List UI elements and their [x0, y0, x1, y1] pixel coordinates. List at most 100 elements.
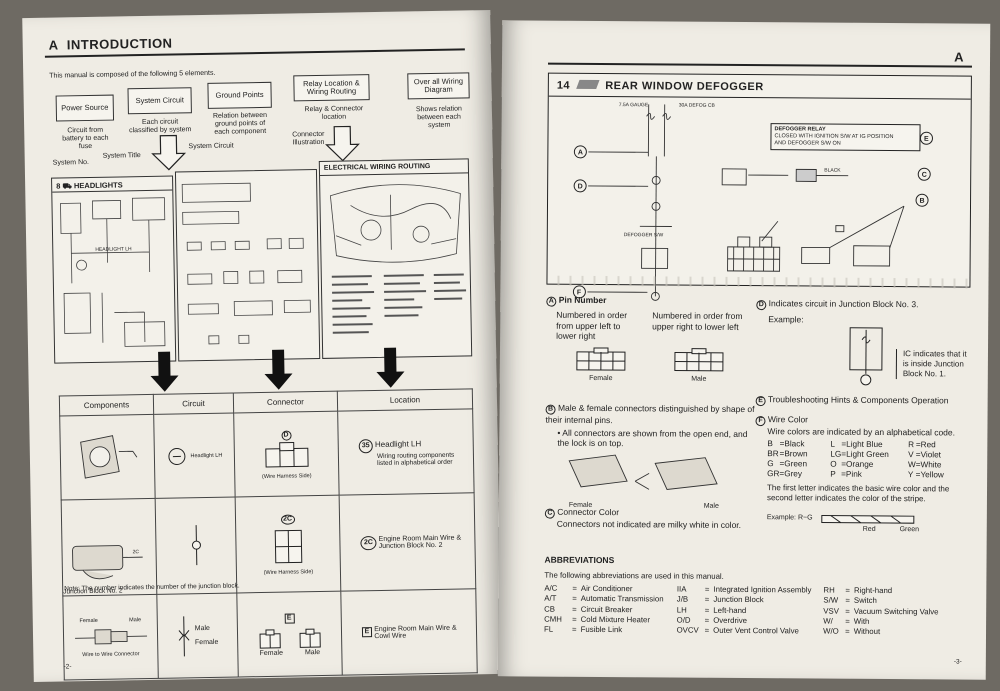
- component-junction-block-cell: 2C Junction Block No. 2: [61, 498, 157, 597]
- location-wire-connector-cell: E Engine Room Main Wire & Cowl Wire: [340, 588, 478, 676]
- location-code-badge: 2C: [360, 535, 377, 550]
- element-box-power-source: Power Source: [55, 94, 115, 122]
- wire-example-label: Example: R−G: [766, 514, 813, 522]
- right-page: A 14 REAR WINDOW DEFOGGER DEFOGGER RELAY…: [497, 20, 991, 680]
- solid-arrow-icon: [264, 349, 293, 390]
- svg-text:B: B: [920, 198, 925, 205]
- svg-text:7.5A GAUGE: 7.5A GAUGE: [619, 102, 649, 108]
- components-table: Components Circuit Connector Location He…: [59, 388, 478, 681]
- defogger-diagram-frame: 14 REAR WINDOW DEFOGGER DEFOGGER RELAY C…: [546, 72, 972, 301]
- solid-arrow-icon: [376, 347, 405, 388]
- diagram-headlight-label: HEADLIGHT LH: [95, 246, 132, 253]
- element-desc-system-circuit: Each circuit classified by system: [129, 118, 192, 135]
- left-page: A INTRODUCTION This manual is composed o…: [22, 9, 502, 683]
- legend-pin-number: A Pin Number Numbered in order from uppe…: [546, 295, 757, 385]
- connector-4pin-icon: [274, 529, 302, 563]
- connector-code-badge: E: [284, 612, 295, 624]
- element-desc-relay-location: Relay & Connector location: [304, 105, 364, 121]
- legend-connector-color: C Connector Color Connectors not indicat…: [544, 506, 757, 531]
- connector-code-badge: D: [280, 430, 292, 441]
- legend-title: Connector Color: [557, 506, 620, 518]
- table-row: 2C Junction Block No. 2 2C (Wire Harness…: [61, 492, 476, 597]
- legend-troubleshooting: E Troubleshooting Hints & Components Ope…: [755, 394, 974, 408]
- callout-system-title: System Title: [102, 152, 141, 160]
- circuit-headlight-cell: Headlight LH: [153, 413, 236, 499]
- location-number-badge: 35: [358, 438, 373, 453]
- legend-letter-badge: F: [755, 416, 766, 427]
- male-female-connector-illustration: [568, 454, 718, 490]
- headlight-illustration: [79, 434, 137, 479]
- legend-title: Wire Color: [767, 414, 809, 425]
- pin-order-female-desc: Numbered in order from upper left to low…: [556, 309, 628, 342]
- ic-note: IC indicates that it is inside Junction …: [895, 349, 973, 380]
- legend-title: Pin Number: [558, 294, 607, 306]
- legend-letter-badge: A: [546, 296, 557, 307]
- defogger-circuit-diagram: 30A DEFOG CB 7.5A GAUGE BLACK DEFOGGER S…: [572, 102, 933, 301]
- abbreviations-intro: The following abbreviations are used in …: [544, 570, 724, 581]
- solid-arrow-icon: [150, 351, 179, 392]
- connector-junction-cell: 2C (Wire Harness Side): [235, 495, 341, 593]
- heading-rule: [547, 62, 972, 68]
- location-headlight-cell: 35 Headlight LH Wiring routing component…: [337, 408, 475, 496]
- legend-desc: Connectors not indicated are milky white…: [556, 518, 742, 530]
- legend-letter-badge: E: [755, 396, 766, 407]
- wire-stripe-icon: [821, 514, 915, 524]
- legend-title: Troubleshooting Hints & Components Opera…: [767, 394, 949, 406]
- element-desc-ground-points: Relation between ground points of each c…: [212, 111, 268, 136]
- diagram-system-no: 8: [56, 181, 61, 191]
- location-desc: Engine Room Main Wire & Cowl Wire: [374, 624, 457, 640]
- connector-3pin-icon: [264, 441, 309, 467]
- circuit-male-label: Male: [194, 624, 210, 633]
- component-label: Wire to Wire Connector: [82, 650, 140, 658]
- legend-title: Indicates circuit in Junction Block No. …: [768, 298, 919, 310]
- engine-bay-illustration: [329, 184, 467, 334]
- female-label: Female: [589, 374, 613, 382]
- intro-text: This manual is composed of the following…: [49, 69, 216, 80]
- element-box-overall-wiring: Over all Wiring Diagram: [407, 72, 470, 100]
- legend-junction-block: D Indicates circuit in Junction Block No…: [756, 298, 975, 393]
- system-number: 14: [556, 79, 571, 92]
- svg-text:2C: 2C: [133, 549, 140, 555]
- svg-text:E: E: [924, 136, 929, 143]
- junction-block-illustration: 2C: [72, 545, 143, 580]
- diagram-ewr-title: ELECTRICAL WIRING ROUTING: [323, 163, 431, 172]
- svg-text:30A DEFOG CB: 30A DEFOG CB: [679, 103, 716, 109]
- circuit-headlight-label: Headlight LH: [190, 452, 223, 459]
- female-connector-icon: [576, 347, 626, 371]
- wire-connector-illustration: [74, 628, 147, 644]
- male-connector-icon: [674, 348, 724, 372]
- table-row: Headlight LH D (Wire Harness Side) 35 He…: [59, 408, 475, 501]
- junction-symbol-icon: [191, 524, 201, 565]
- svg-text:A: A: [578, 149, 583, 156]
- legend-bullet: All connectors are shown from the open e…: [557, 427, 748, 449]
- connector-illustrations: [181, 182, 311, 345]
- connector-code-badge: 2C: [280, 513, 295, 525]
- element-desc-overall-wiring: Shows relation between each system: [415, 105, 462, 130]
- wiring-routing-diagram-page: ELECTRICAL WIRING ROUTING: [318, 158, 473, 359]
- hollow-arrow-icon: [151, 134, 187, 171]
- abbreviations-title: ABBREVIATIONS: [544, 554, 615, 566]
- svg-text:BLACK: BLACK: [824, 168, 841, 174]
- callout-system-no: System No.: [52, 158, 90, 167]
- wire-connector-symbol-icon: [178, 615, 190, 656]
- location-desc: Wiring routing components listed in alph…: [376, 451, 455, 467]
- element-box-relay-location: Relay Location & Wiring Routing: [293, 74, 370, 102]
- red-label: Red: [862, 525, 876, 533]
- green-label: Green: [899, 525, 920, 533]
- page-number: -2-: [63, 663, 72, 671]
- table-header-connector: Connector: [233, 391, 338, 414]
- section-heading: A INTRODUCTION: [49, 36, 173, 53]
- svg-text:D: D: [578, 183, 583, 190]
- section-letter: A: [954, 49, 965, 65]
- car-icon: ⛟: [62, 181, 72, 191]
- stripe-note: The first letter indicates the basic wir…: [766, 482, 950, 503]
- legend-desc: Wire colors are indicated by an alphabet…: [767, 426, 956, 438]
- diagram-title: HEADLIGHTS: [73, 180, 123, 191]
- location-title: Headlight LH: [374, 438, 422, 449]
